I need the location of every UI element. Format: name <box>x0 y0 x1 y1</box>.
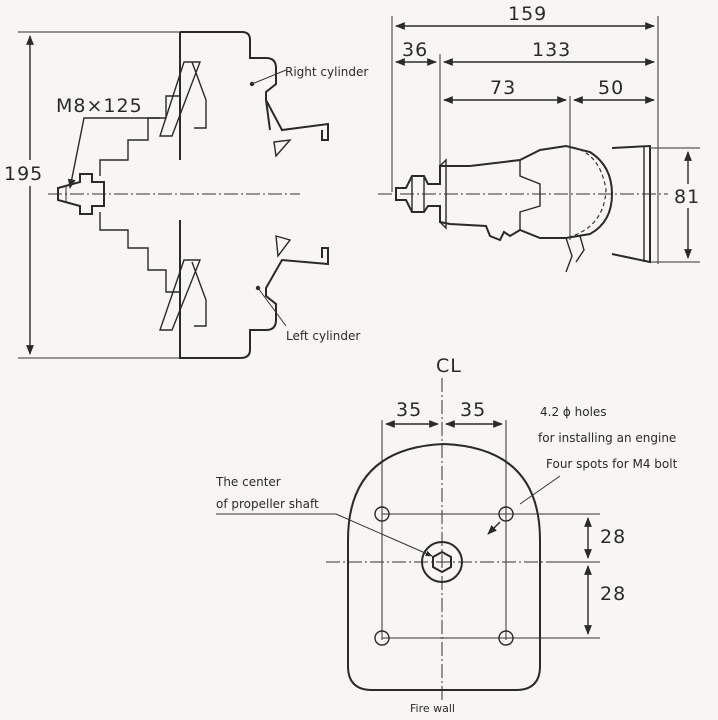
center-note-line2: of propeller shaft <box>216 497 319 511</box>
holes-arrow <box>487 521 501 535</box>
side-view: 159 36 133 73 50 81 <box>378 3 706 273</box>
dim-35-right-label: 35 <box>460 399 486 421</box>
dim-73-label: 73 <box>490 77 516 99</box>
mount-hole-bottom-left <box>374 630 390 646</box>
right-cylinder-label: Right cylinder <box>285 65 368 79</box>
dim-81-label: 81 <box>674 186 700 208</box>
dim-36-label: 36 <box>402 39 428 61</box>
cylinder-fin-top <box>159 61 207 137</box>
side-crank-step <box>519 160 541 230</box>
rear-mount-plate <box>611 144 651 264</box>
crankcase-steps-bottom <box>99 212 180 293</box>
centerline-symbol: CL <box>436 355 462 377</box>
front-view: 195 Right cylinder Left cylinder M8×125 <box>4 31 368 359</box>
engine-side-outline <box>395 144 614 242</box>
holes-leader <box>519 475 561 505</box>
mount-hole-bottom-right <box>498 630 514 646</box>
crankcase-steps-top <box>99 95 180 176</box>
center-leader <box>216 513 433 557</box>
crankcase-hidden-line <box>565 145 607 239</box>
port-triangle-top <box>273 139 292 158</box>
dim-50-label: 50 <box>598 77 624 99</box>
mount-hole-top-right <box>498 506 514 522</box>
dim-195-label: 195 <box>4 163 43 185</box>
firewall-outline <box>347 442 541 691</box>
firewall-view: CL 35 35 28 28 4.2 ϕ holes for installin… <box>215 355 678 715</box>
holes-note-line1: 4.2 ϕ holes <box>540 405 607 419</box>
holes-note-line2: for installing an engine <box>538 431 676 445</box>
dim-28-top-label: 28 <box>600 526 626 548</box>
fire-wall-label: Fire wall <box>410 702 455 715</box>
prop-shaft-outer <box>421 541 463 583</box>
cylinder-fin-bottom <box>159 259 207 331</box>
holes-note-line3: Four spots for M4 bolt <box>546 457 678 471</box>
dim-159-label: 159 <box>508 3 547 25</box>
left-cylinder-label: Left cylinder <box>286 329 360 343</box>
propeller-hub <box>57 173 105 215</box>
carburettor <box>565 235 585 273</box>
dim-35-left-label: 35 <box>396 399 422 421</box>
dim-195-bg <box>4 160 46 186</box>
dim-133-label: 133 <box>532 39 571 61</box>
left-cylinder-leader <box>257 287 287 327</box>
thread-leader <box>67 117 160 189</box>
dim-81-bg <box>672 184 706 208</box>
center-note-line1: The center <box>215 475 281 489</box>
right-cylinder-leader <box>251 69 287 85</box>
engine-front-outline <box>179 31 329 359</box>
prop-shaft-nut <box>432 550 452 574</box>
mount-hole-top-left <box>374 506 390 522</box>
dim-28-bottom-label: 28 <box>600 583 626 605</box>
port-triangle-bottom <box>275 235 292 258</box>
thread-label: M8×125 <box>56 95 143 117</box>
